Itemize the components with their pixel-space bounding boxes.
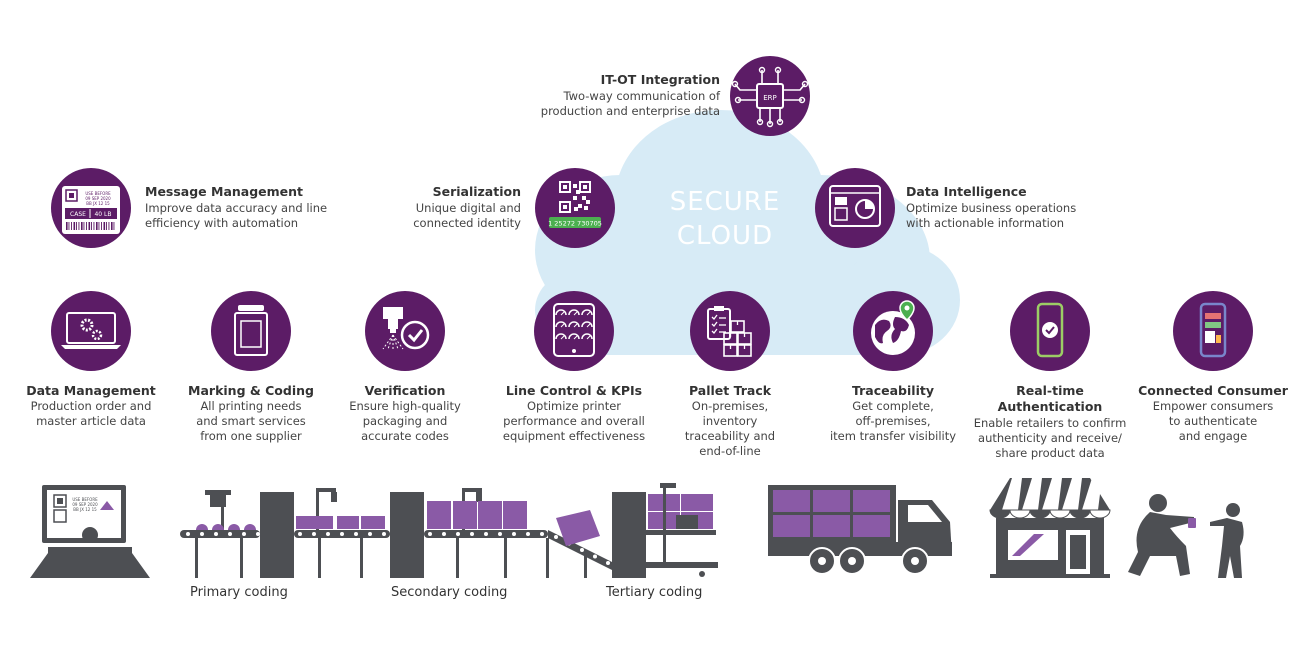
- data-mgmt-desc-line: Production order and: [30, 399, 152, 413]
- consumer-desc-line: Empower consumers: [1152, 399, 1274, 413]
- auth-desc-line: share product data: [995, 446, 1105, 460]
- verification-desc-line: Ensure high-quality: [349, 399, 461, 413]
- svg-text:CASE: CASE: [70, 211, 86, 218]
- dashboard-icon: [815, 168, 895, 248]
- marking-title-line: Marking & Coding: [188, 383, 314, 398]
- svg-text:USE BEFORE: USE BEFORE: [85, 191, 111, 196]
- it-ot-desc: Two-way communication of production and …: [520, 89, 720, 119]
- pallet-desc-line: inventory: [702, 414, 758, 428]
- pallet-desc-line: On-premises,: [691, 399, 769, 413]
- auth-desc-line: Enable retailers to confirm: [973, 416, 1127, 430]
- pallet-desc-line: traceability and: [684, 429, 776, 443]
- intelligence-desc-line1: Optimize business operations: [906, 201, 1077, 215]
- it-ot-title: IT-OT Integration: [600, 72, 720, 87]
- svg-text:09 SEP 2020: 09 SEP 2020: [85, 196, 111, 201]
- serialization-desc-line2: connected identity: [413, 216, 521, 230]
- monitor-label-text: BB JX 12 15: [73, 507, 97, 512]
- marking-title: Marking & Coding: [156, 383, 346, 399]
- line-control-desc-line: performance and overall: [503, 414, 645, 428]
- phone-app-icon: [1173, 291, 1253, 371]
- printer-icon: [211, 291, 291, 371]
- message-title: Message Management: [145, 184, 304, 199]
- pallet-title: Pallet Track: [635, 383, 825, 399]
- svg-text:BB JX 12 15: BB JX 12 15: [86, 201, 110, 206]
- it-ot-desc-line2: production and enterprise data: [540, 104, 720, 118]
- auth-title-line: Real-time: [1016, 383, 1084, 398]
- svg-text:ERP: ERP: [763, 94, 777, 102]
- primary-coding-label: Primary coding: [190, 585, 288, 600]
- traceability-desc-line: Get complete,: [852, 399, 934, 413]
- traceability-desc-line: off-premises,: [855, 414, 931, 428]
- clipboard-boxes-icon: [690, 291, 770, 371]
- secondary-coding-label: Secondary coding: [391, 585, 508, 600]
- traceability-desc-line: item transfer visibility: [829, 429, 957, 443]
- pallet-desc-line: end-of-line: [699, 444, 761, 458]
- tertiary-coding-label: Tertiary coding: [606, 585, 703, 600]
- globe-pin-icon: [853, 291, 933, 371]
- line-control-title-line: Line Control & KPIs: [505, 383, 643, 398]
- qr-code-icon: 1 25272 730705: [535, 168, 615, 248]
- consumer-desc-line: and engage: [1178, 429, 1248, 443]
- marking-desc-line: All printing needs: [200, 399, 302, 413]
- cloud-label: SECURE CLOUD: [640, 185, 810, 253]
- cloud-label-line2: CLOUD: [676, 221, 774, 251]
- traceability-desc: Get complete,off-premises,item transfer …: [798, 399, 988, 444]
- verification-desc-line: accurate codes: [361, 429, 449, 443]
- laptop-gears-icon: [51, 291, 131, 371]
- line-control-desc-line: equipment effectiveness: [502, 429, 646, 443]
- monitor-label-text: USE BEFORE: [72, 497, 98, 502]
- line-control-desc-line: Optimize printer: [526, 399, 622, 413]
- data-mgmt-title-line: Data Management: [26, 383, 156, 398]
- intelligence-title: Data Intelligence: [906, 184, 1027, 199]
- verification-title: Verification: [310, 383, 500, 399]
- message-desc: Improve data accuracy and line efficienc…: [145, 201, 375, 231]
- line-control-title: Line Control & KPIs: [479, 383, 669, 399]
- auth-desc-line: authenticity and receive/: [978, 431, 1122, 445]
- erp-network-icon: ERP: [730, 56, 810, 136]
- camera-check-icon: [365, 291, 445, 371]
- intelligence-desc: Optimize business operations with action…: [906, 201, 1126, 231]
- message-desc-line1: Improve data accuracy and line: [145, 201, 328, 215]
- serialization-desc: Unique digital and connected identity: [380, 201, 521, 231]
- data-mgmt-desc-line: master article data: [36, 414, 146, 428]
- traceability-title-line: Traceability: [851, 383, 934, 398]
- verification-desc-line: packaging and: [362, 414, 448, 428]
- marking-desc-line: and smart services: [196, 414, 306, 428]
- svg-text:40 LB: 40 LB: [94, 211, 111, 218]
- tablet-gauges-icon: [534, 291, 614, 371]
- it-ot-desc-line1: Two-way communication of: [563, 89, 720, 103]
- consumer-desc-line: to authenticate: [1168, 414, 1258, 428]
- serialization-desc-line1: Unique digital and: [415, 201, 521, 215]
- consumer-title-line: Connected Consumer: [1138, 383, 1288, 398]
- phone-check-icon: [1010, 291, 1090, 371]
- cloud-label-line1: SECURE: [669, 187, 781, 217]
- message-desc-line2: efficiency with automation: [145, 216, 299, 230]
- marking-desc-line: from one supplier: [200, 429, 302, 443]
- auth-title-line: Authentication: [997, 399, 1103, 414]
- monitor-label-text: 09 SEP 2020: [72, 502, 98, 507]
- verification-title-line: Verification: [364, 383, 446, 398]
- intelligence-desc-line2: with actionable information: [906, 216, 1065, 230]
- data-mgmt-title: Data Management: [0, 383, 186, 399]
- svg-text:1 25272 730705: 1 25272 730705: [548, 220, 602, 228]
- consumer-title: Connected Consumer: [1118, 383, 1300, 399]
- serialization-title: Serialization: [432, 184, 521, 199]
- traceability-title: Traceability: [798, 383, 988, 399]
- pallet-title-line: Pallet Track: [688, 383, 772, 398]
